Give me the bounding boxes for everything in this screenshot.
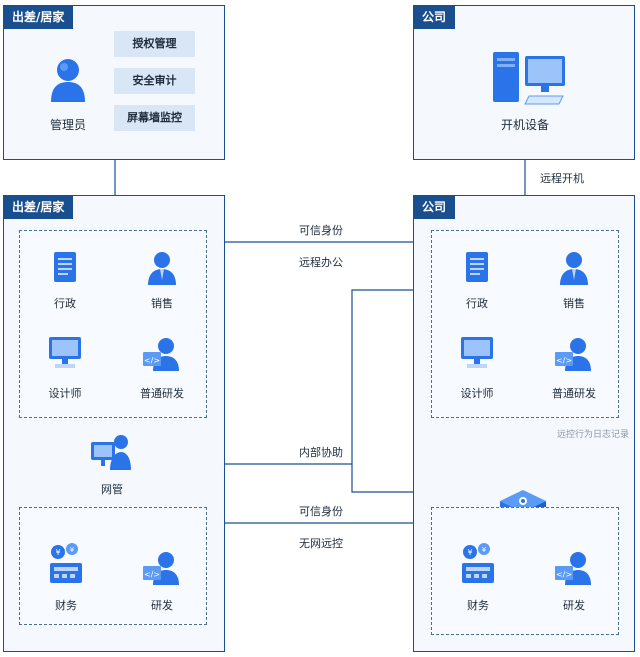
role-label: 销售 [151,297,173,310]
svg-text:</>: </> [556,356,572,365]
audit-log-note: 远控行为日志记录 [557,430,630,440]
panel-tag: 出差/居家 [3,195,74,219]
role-label: 行政 [54,297,76,310]
role-label: 财务 [467,599,489,612]
feature-security-audit: 安全审计 [114,68,195,94]
bottom-left-roles-group [19,230,207,418]
role-label: 设计师 [48,387,82,400]
remote-office-label: 远程办公 [299,256,343,269]
sales-user-icon [147,250,177,290]
feature-screen-wall: 屏幕墙监控 [114,105,195,131]
svg-text:</>: </> [144,570,160,579]
feature-authorization: 授权管理 [114,31,195,57]
panel-tag: 公司 [413,195,456,219]
svg-text:</>: </> [556,570,572,579]
finance-icon: ¥¥ [48,543,84,589]
svg-text:¥: ¥ [55,548,60,557]
svg-text:¥: ¥ [467,548,472,557]
role-label: 研发 [563,599,585,612]
role-label: 普通研发 [140,387,184,400]
panel-tag: 出差/居家 [3,5,74,29]
top-left-panel: 出差/居家 管理员 授权管理 安全审计 屏幕墙监控 [3,5,225,160]
svg-text:</>: </> [144,356,160,365]
role-label: 设计师 [460,387,494,400]
trusted-identity-label: 可信身份 [299,224,343,237]
internal-assist-label: 内部协助 [299,446,343,459]
developer-icon: </> [141,336,181,376]
svg-text:¥: ¥ [70,546,75,554]
sales-user-icon [559,250,589,290]
bottom-right-roles-group [431,230,619,418]
device-label: 开机设备 [500,118,549,132]
top-right-panel: 公司 开机设备 [413,5,635,160]
developer-icon: </> [553,336,593,376]
finance-icon: ¥¥ [460,543,496,589]
designer-monitor-icon [46,335,84,375]
designer-monitor-icon [458,335,496,375]
panel-tag: 公司 [413,5,456,29]
role-label: 财务 [55,599,77,612]
trusted-identity-label: 可信身份 [299,505,343,518]
document-icon [52,250,78,288]
internal-assist-line [205,285,422,465]
admin-label: 管理员 [49,118,86,132]
admin-user-icon [49,56,87,108]
role-label: 研发 [151,599,173,612]
computer-icon [489,46,569,116]
remote-boot-label: 远程开机 [540,172,584,185]
offline-remote-label: 无网远控 [299,537,343,550]
document-icon [464,250,490,288]
netadmin-icon [90,432,132,476]
developer-icon: </> [553,550,593,590]
role-label: 销售 [563,297,585,310]
netadmin-label: 网管 [101,483,123,496]
svg-text:¥: ¥ [482,546,487,554]
role-label: 普通研发 [552,387,596,400]
developer-icon: </> [141,550,181,590]
role-label: 行政 [466,297,488,310]
